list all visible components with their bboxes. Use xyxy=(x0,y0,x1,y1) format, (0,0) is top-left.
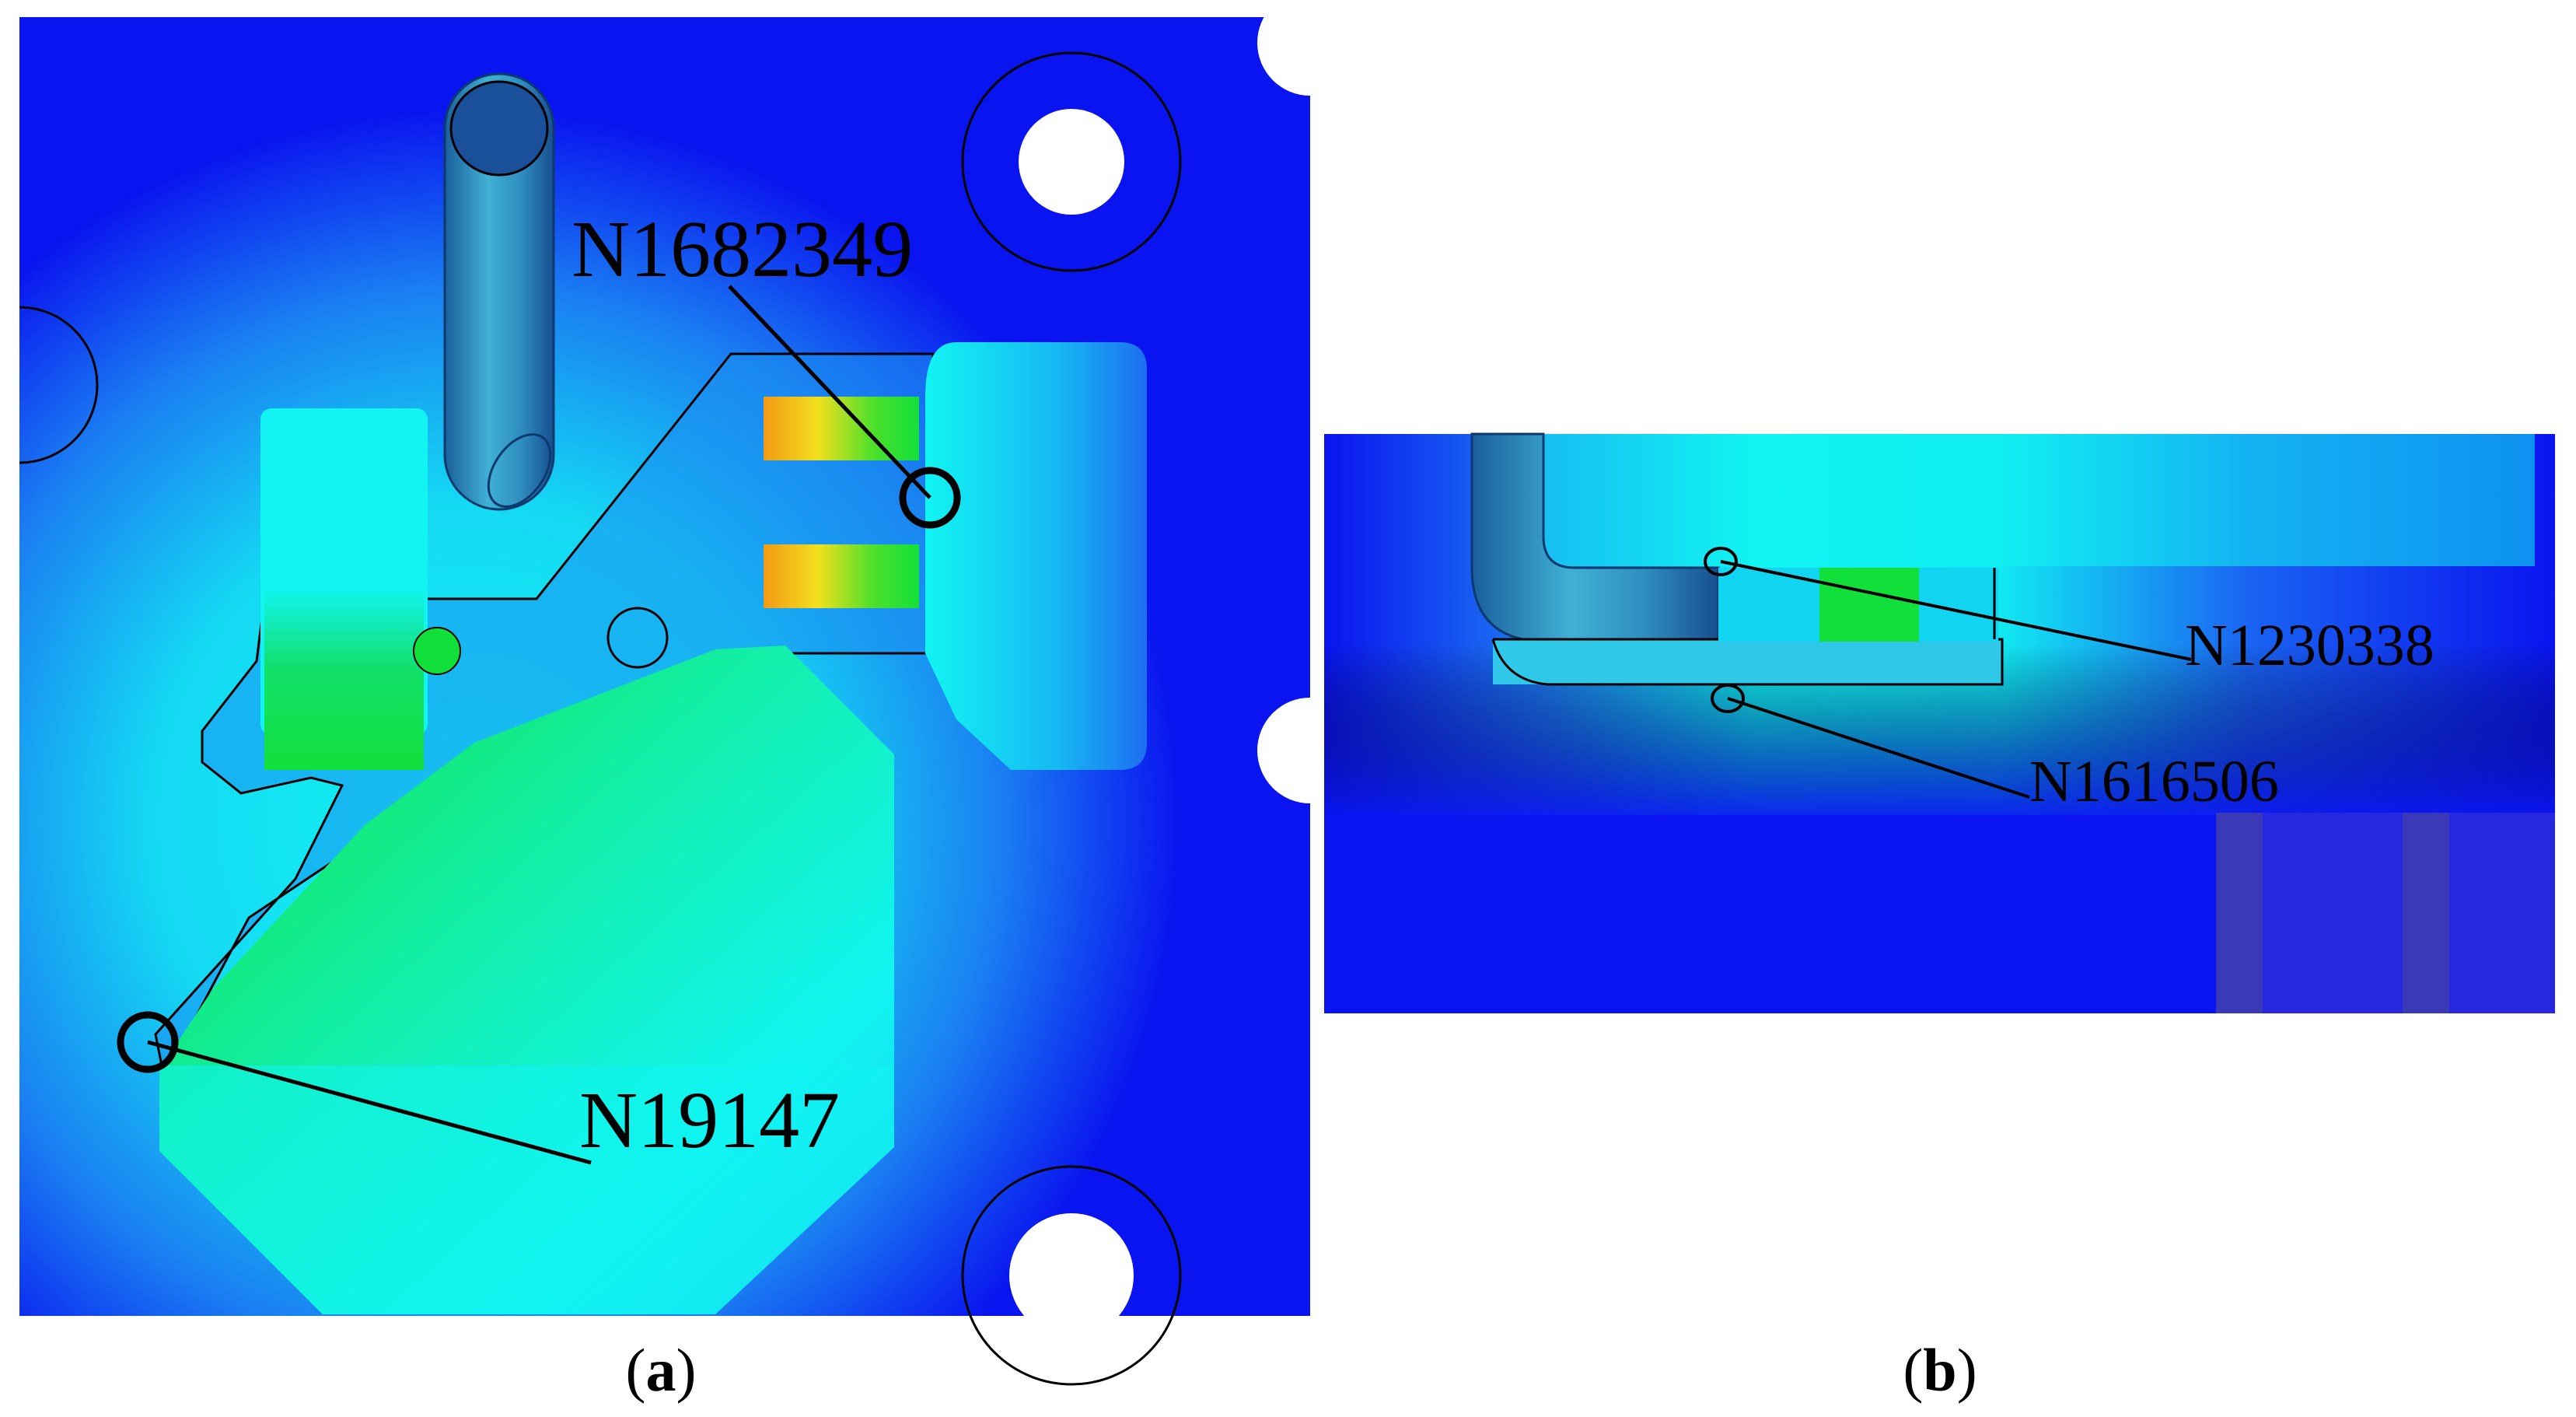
pin-hole xyxy=(606,607,669,669)
lower-slab xyxy=(1493,639,2002,684)
main-insert-lower-face xyxy=(159,1065,894,1314)
leader-line-n1682349 xyxy=(728,285,931,499)
caption-b: (b) xyxy=(1903,1336,1977,1404)
leader-line-n1616506 xyxy=(1727,697,2030,799)
lower-column-face xyxy=(2216,813,2263,1013)
slab-outline xyxy=(1491,638,2004,686)
tube-end-bottom xyxy=(487,433,552,508)
caption-a: (a) xyxy=(626,1336,697,1404)
lower-column-face xyxy=(2403,813,2449,1013)
green-block xyxy=(264,587,424,770)
node-label-n1230338: N1230338 xyxy=(2185,613,2434,678)
node-marker-n1682349 xyxy=(899,467,961,529)
tube-end-top xyxy=(449,80,549,177)
node-label-n19147: N19147 xyxy=(579,1076,840,1165)
mounting-hole-ring xyxy=(961,51,1182,272)
leader-line-n1230338 xyxy=(1720,560,2192,661)
right-insert xyxy=(925,342,1147,770)
upper-plate xyxy=(1543,434,2535,566)
green-coil xyxy=(1819,568,1919,642)
node-marker-n1616506 xyxy=(1711,684,1745,713)
panel-b: N1230338 N1616506 xyxy=(1324,432,2555,1013)
panel-a: N1682349 N19147 xyxy=(19,0,1363,1386)
node-label-n1682349: N1682349 xyxy=(571,205,913,294)
node-marker-n19147 xyxy=(117,1011,179,1073)
mounting-hole-ring xyxy=(961,1165,1182,1386)
node-label-n1616506: N1616506 xyxy=(2029,749,2279,814)
coil-bar-top xyxy=(764,397,919,460)
lower-column xyxy=(2216,813,2555,1013)
green-pin xyxy=(413,627,461,675)
mounting-hole xyxy=(1009,1213,1134,1338)
edge-notch xyxy=(1257,0,1363,96)
cooling-tube xyxy=(443,72,555,511)
leader-line-n19147 xyxy=(147,1040,592,1165)
edge-arc xyxy=(19,306,99,464)
node-marker-n1230338 xyxy=(1704,547,1738,576)
mounting-hole xyxy=(1019,109,1124,215)
coil-bar-bottom xyxy=(764,544,919,608)
